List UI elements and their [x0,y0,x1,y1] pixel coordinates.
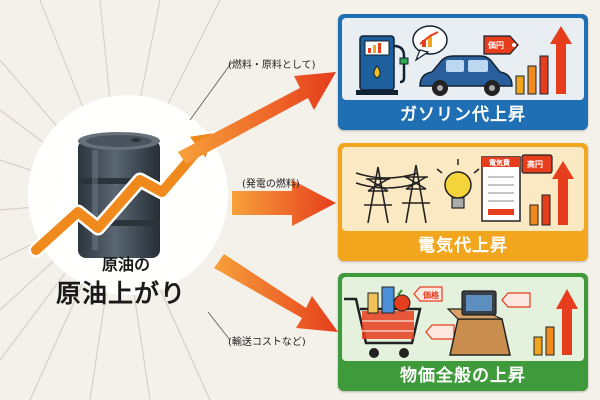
annotation-power-fuel: (発電の燃料) [242,179,300,190]
car-icon [419,55,513,96]
panel-gasoline-title: ガソリン代上昇 [338,100,588,130]
connector-line-top [189,61,233,121]
annotation-fuel-material: (燃料・原料として) [228,60,316,71]
cardboard-box-icon [446,290,511,356]
panel-general-prices-title: 物価全般の上昇 [338,361,588,391]
price-tag-icons [413,286,531,340]
gasoline-price-tag: 価円 [488,41,504,50]
electricity-illustration [342,147,584,231]
panel-gasoline: 価円 ガソリン代上昇 [338,14,588,130]
arrow-to-prices [214,254,338,332]
electricity-price-tag: 高円 [527,160,543,169]
rising-bars-icon-electric [529,161,574,226]
prices-illustration [342,277,584,361]
rising-bars-icon [515,26,572,95]
bill-header-label: 電気費 [489,159,510,167]
source-label-big: 原油上がり [56,279,187,308]
fuel-pump-icon [356,35,409,95]
panel-general-prices: 価格 物価全般の上昇 [338,273,588,391]
rising-bars-icon-prices [533,289,578,356]
shopping-cart-icon [344,286,422,358]
gasoline-illustration [342,18,584,100]
connector-line-bottom [207,311,231,341]
light-bulb-icon [436,159,480,209]
annotation-transport-cost: (輸送コストなど) [228,337,306,348]
panel-electricity-title: 電気代上昇 [338,231,588,261]
electric-bill-icon [481,156,521,222]
arrow-to-electricity [232,180,336,226]
price-chart-bubble [412,25,448,62]
price-tag-icon [483,35,519,55]
power-lines-icon [355,164,430,224]
high-price-tag-icon [521,154,553,174]
arrow-to-gasoline [178,72,336,164]
panel-electricity: 電気費 高円 電気代上昇 [338,143,588,261]
source-label-small: 原油の [102,255,151,274]
price-tag-label: 価格 [423,291,439,300]
